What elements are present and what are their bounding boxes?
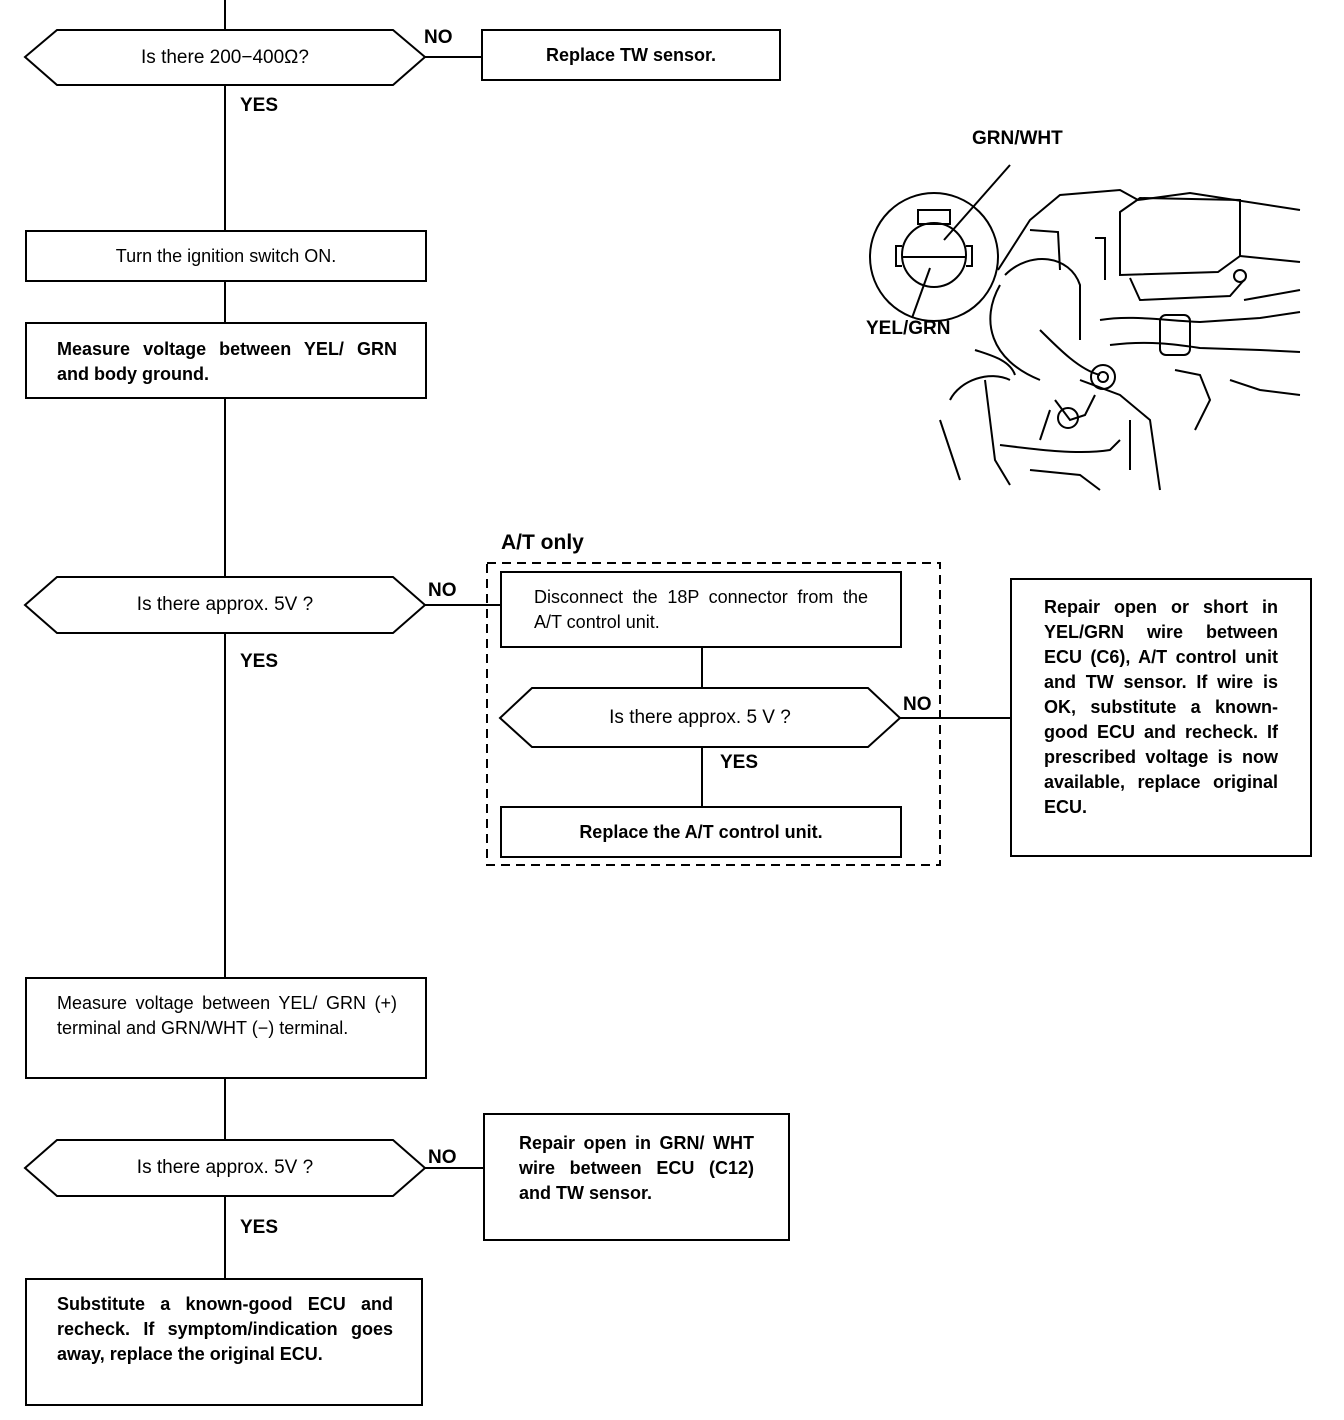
label-yel-grn: YEL/GRN <box>866 318 951 339</box>
decision-2-no-label: NO <box>428 580 457 601</box>
connector-detail-circle <box>869 192 999 322</box>
decision-3-shape <box>23 1139 427 1197</box>
measure-yel-grn-ground-box: Measure voltage between YEL/ GRN and bod… <box>25 322 427 399</box>
decision-1-shape <box>23 29 427 86</box>
repair-grn-wht-box: Repair open in GRN/ WHT wire between ECU… <box>483 1113 790 1241</box>
replace-at-control-unit-box: Replace the A/T control unit. <box>500 806 902 858</box>
decision-1-yes-label: YES <box>240 95 279 116</box>
decision-at-no-label: NO <box>903 694 932 715</box>
decision-at-shape <box>498 687 902 748</box>
connector-illustration <box>869 164 1301 491</box>
disconnect-18p-box: Disconnect the 18P connector from the A/… <box>500 571 902 648</box>
decision-3-question: Is there approx. 5V ? <box>136 1157 314 1178</box>
decision-1-question: Is there 200−400Ω? <box>141 46 309 68</box>
decision-3-no-label: NO <box>428 1147 457 1168</box>
decision-2-yes-label: YES <box>240 651 279 672</box>
label-grn-wht: GRN/WHT <box>972 128 1063 149</box>
decision-at-yes-label: YES <box>720 752 759 773</box>
at-only-region <box>486 562 941 866</box>
leader-line <box>911 267 931 319</box>
decision-at-question: Is there approx. 5 V ? <box>609 706 791 728</box>
measure-yel-grn-grn-wht-box: Measure voltage between YEL/ GRN (+) ter… <box>25 977 427 1079</box>
at-only-title: A/T only <box>501 531 584 554</box>
leader-line <box>943 164 1011 241</box>
decision-2-shape <box>23 576 427 634</box>
substitute-ecu-box: Substitute a known-good ECU and recheck.… <box>25 1278 423 1406</box>
replace-tw-sensor-box: Replace TW sensor. <box>481 29 781 81</box>
ignition-on-box: Turn the ignition switch ON. <box>25 230 427 282</box>
repair-yel-grn-box: Repair open or short in YEL/GRN wire bet… <box>1010 578 1312 857</box>
decision-2-question: Is there approx. 5V ? <box>136 594 314 615</box>
decision-3-yes-label: YES <box>240 1217 279 1238</box>
decision-1-no-label: NO <box>424 27 453 48</box>
